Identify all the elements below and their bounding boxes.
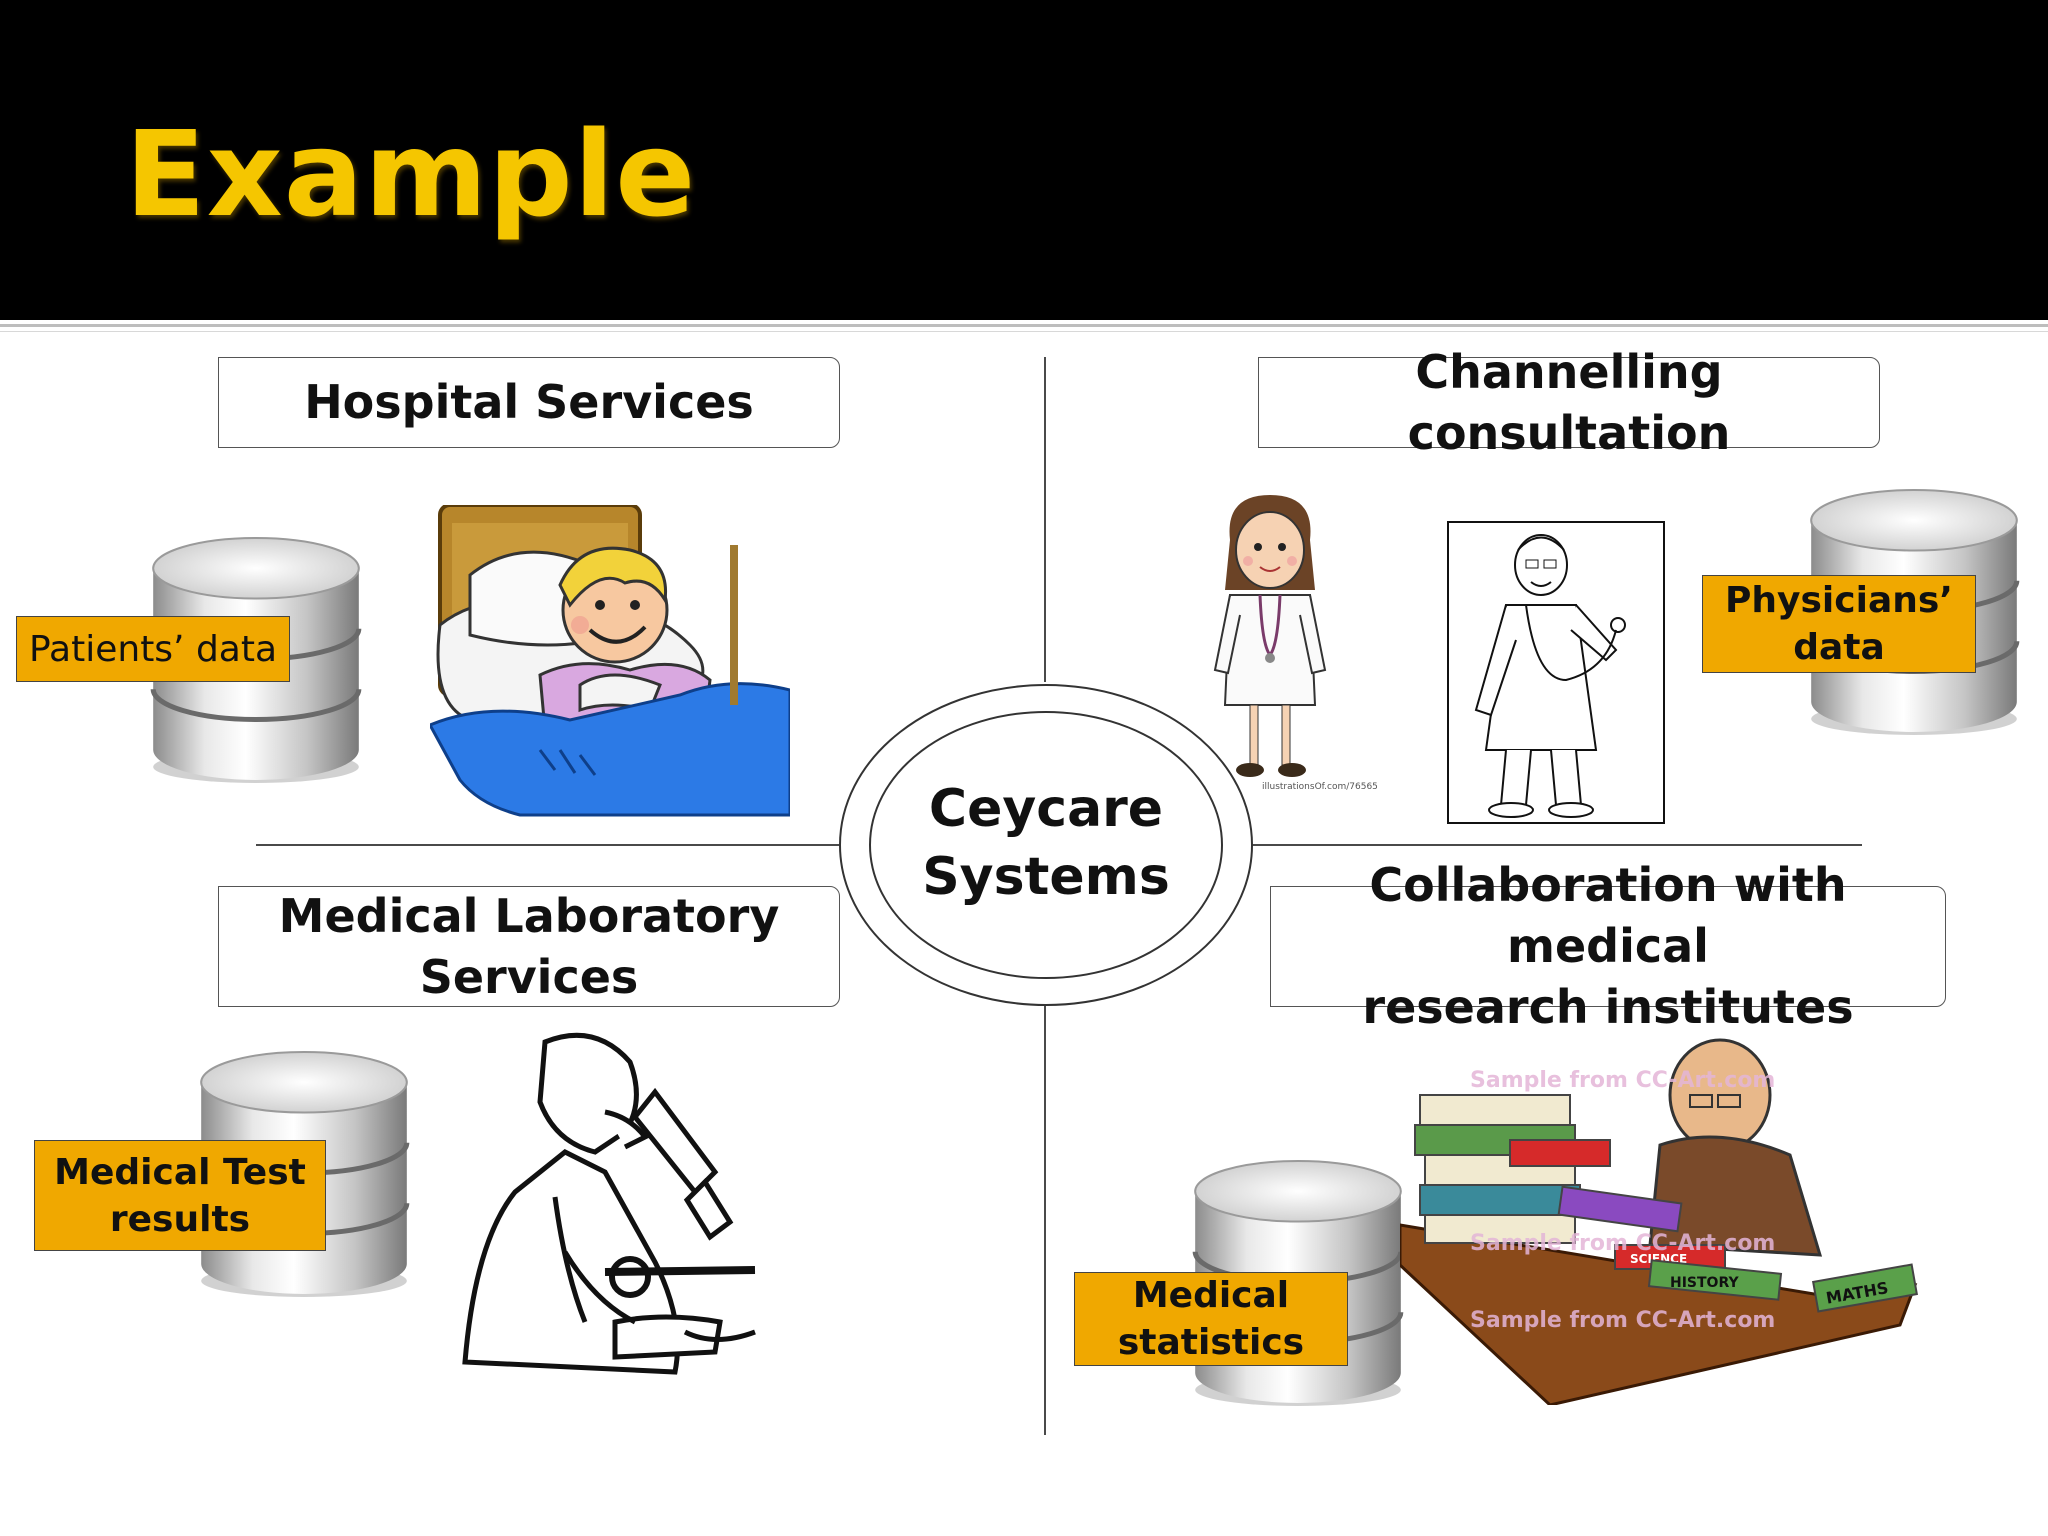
scientist-microscope-illustration	[462, 1032, 756, 1375]
center-label-line2: Systems	[922, 847, 1170, 907]
heading-lab-line1: Medical Laboratory	[278, 888, 780, 943]
horizontal-divider-right	[1250, 844, 1862, 846]
heading-hospital-services: Hospital Services	[218, 357, 840, 448]
watermark-2: Sample from CC-Art.com	[1470, 1231, 1775, 1256]
heading-collaboration: Collaboration with medical research inst…	[1270, 858, 1946, 1034]
watermark-1: Sample from CC-Art.com	[1470, 1068, 1775, 1093]
horizontal-divider-left	[256, 844, 840, 846]
vertical-divider-top	[1044, 357, 1046, 682]
medical-test-line1: Medical Test	[54, 1151, 306, 1193]
heading-channelling-consultation: Channelling consultation	[1258, 345, 1880, 460]
heading-lab-line2: Services	[419, 949, 639, 1004]
header-rule-thin	[0, 331, 2048, 332]
medical-statistics-line1: Medical	[1132, 1275, 1290, 1316]
vertical-divider-bottom	[1044, 1005, 1046, 1435]
center-label-line1: Ceycare	[928, 779, 1164, 839]
heading-medical-laboratory: Medical Laboratory Services	[218, 886, 840, 1007]
professor-books-illustration: SCIENCE HISTORY MATHS Sample from CC-Art…	[1400, 1038, 1919, 1405]
center-ellipse	[839, 684, 1253, 1006]
header-rule	[0, 324, 2048, 327]
physicians-data-label: Physicians’ data	[1702, 575, 1976, 673]
center-label: Ceycare Systems	[860, 775, 1232, 911]
heading-collab-line1: Collaboration with medical	[1369, 858, 1847, 973]
male-doctor-illustration	[1447, 521, 1665, 824]
physicians-data-line1: Physicians’	[1725, 580, 1953, 621]
patients-data-text: Patients’ data	[28, 628, 278, 670]
medical-statistics-label: Medical statistics	[1074, 1272, 1348, 1366]
medical-test-results-label: Medical Test results	[34, 1140, 326, 1251]
image-credit: illustrationsOf.com/76565	[1262, 782, 1378, 792]
book-history-label: HISTORY	[1670, 1275, 1739, 1291]
slide-title: Example	[125, 105, 697, 243]
female-doctor-illustration	[1213, 495, 1327, 777]
heading-hospital-services-text: Hospital Services	[304, 375, 754, 429]
medical-statistics-line2: statistics	[1117, 1322, 1305, 1363]
title-bar	[0, 0, 2048, 320]
patient-in-bed-illustration	[430, 505, 790, 817]
heading-collab-line2: research institutes	[1362, 980, 1854, 1034]
watermark-3: Sample from CC-Art.com	[1470, 1308, 1775, 1333]
medical-test-line2: results	[109, 1198, 251, 1240]
physicians-data-line2: data	[1793, 627, 1885, 668]
patients-data-label: Patients’ data	[16, 616, 290, 682]
heading-channelling-text: Channelling consultation	[1407, 344, 1731, 460]
